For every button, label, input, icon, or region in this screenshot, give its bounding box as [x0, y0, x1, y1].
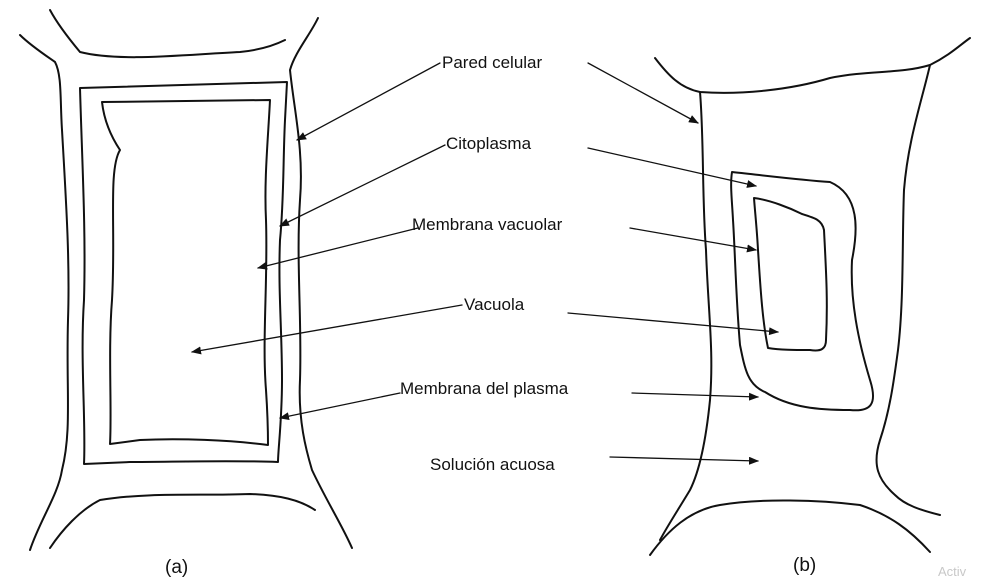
- cell-b-wall-left: [660, 92, 711, 540]
- arrow-membrana-plasma-b: [632, 393, 758, 397]
- arrow-membrana-plasma-a: [280, 393, 400, 418]
- caption-b: (b): [793, 556, 816, 575]
- cell-a-membrana-vacuolar: [102, 100, 270, 445]
- label-vacuola: Vacuola: [464, 296, 524, 313]
- cell-b-wall-right: [876, 65, 940, 515]
- label-solucion-acuosa: Solución acuosa: [430, 456, 555, 473]
- cell-a-wall-outer-right: [290, 18, 352, 548]
- cell-b-membrana-vacuolar: [754, 198, 827, 351]
- label-membrana-vacuolar: Membrana vacuolar: [412, 216, 562, 233]
- cell-b: [650, 38, 970, 555]
- label-pared-celular: Pared celular: [442, 54, 542, 71]
- cell-b-membrana-plasma: [731, 172, 873, 410]
- arrow-citoplasma-a: [280, 145, 445, 226]
- arrow-solucion-acuosa-b: [610, 457, 758, 461]
- cell-a-top-edge: [50, 10, 285, 57]
- caption-a: (a): [165, 558, 188, 577]
- cell-b-bottom-edge: [650, 500, 930, 555]
- cell-a: [20, 10, 352, 550]
- cell-b-top-edge: [655, 38, 970, 93]
- label-membrana-plasma: Membrana del plasma: [400, 380, 568, 397]
- arrows-a: [192, 63, 462, 418]
- watermark-text: Activ: [938, 565, 966, 578]
- label-citoplasma: Citoplasma: [446, 135, 531, 152]
- arrow-pared-b: [588, 63, 698, 123]
- arrow-membrana-vacuolar-b: [630, 228, 756, 250]
- cell-a-bottom-edge: [50, 494, 315, 548]
- arrow-citoplasma-b: [588, 148, 756, 186]
- arrow-pared-a: [297, 63, 440, 140]
- arrow-membrana-vacuolar-a: [258, 228, 418, 268]
- cell-a-wall-outer-left: [20, 35, 69, 550]
- arrow-vacuola-b: [568, 313, 778, 332]
- arrows-b: [568, 63, 778, 461]
- arrow-vacuola-a: [192, 305, 462, 352]
